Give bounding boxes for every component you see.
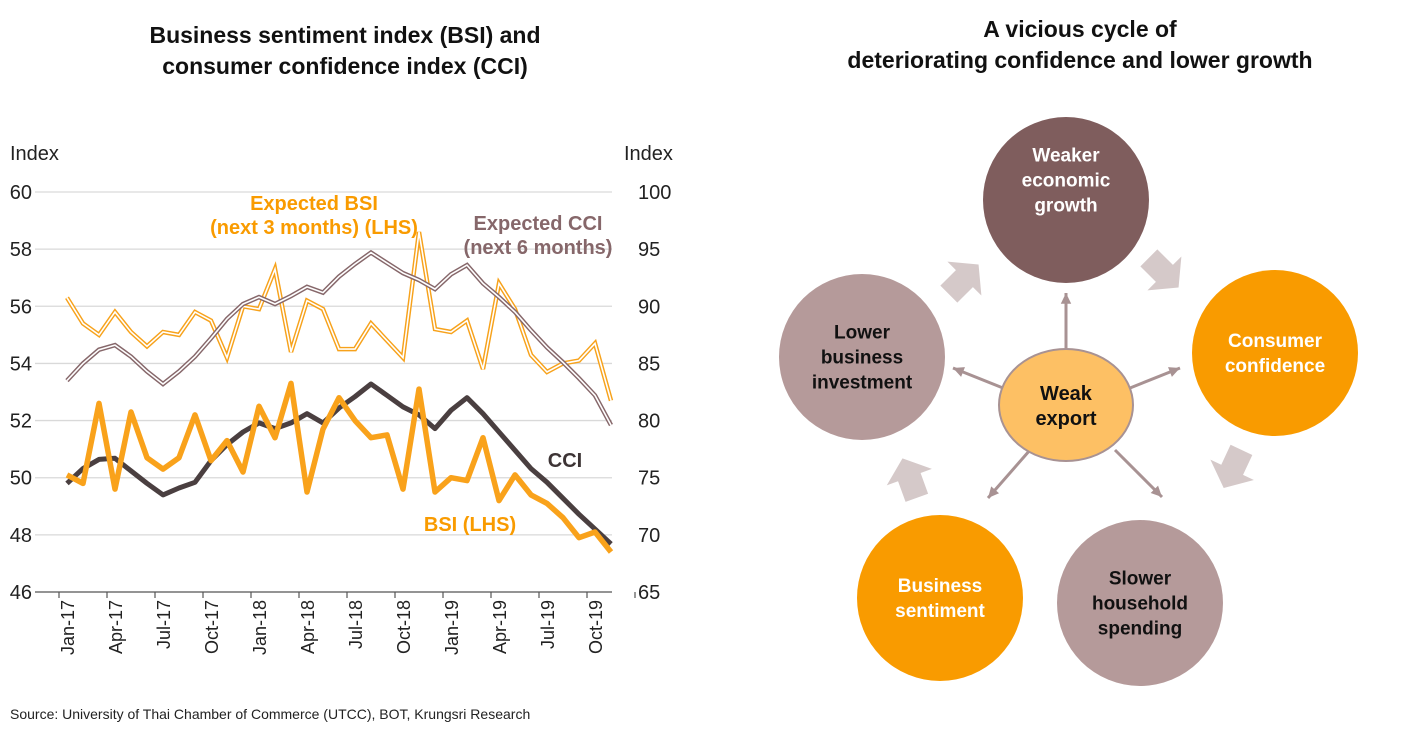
cycle-node-label: household xyxy=(1092,594,1188,615)
x-tick-label: Oct-19 xyxy=(586,600,606,654)
cycle-node-label: business xyxy=(821,348,903,369)
y-right-tick-label: 70 xyxy=(638,525,660,547)
chart-title: Business sentiment index (BSI) and consu… xyxy=(60,20,630,82)
arrowhead-icon xyxy=(1150,485,1162,497)
y-left-tick-label: 46 xyxy=(10,582,32,604)
cycle-node-label: Slower xyxy=(1109,569,1172,590)
x-tick-label: Jul-19 xyxy=(538,600,558,649)
x-tick-label: Apr-18 xyxy=(298,600,318,654)
y-right-tick-label: 95 xyxy=(638,239,660,261)
y-right-tick-label: 65 xyxy=(638,582,660,604)
cycle-node-label: spending xyxy=(1098,619,1182,640)
y-left-tick-label: 52 xyxy=(10,411,32,433)
x-tick-label: Apr-17 xyxy=(106,600,126,654)
block-arrow-icon xyxy=(1140,249,1182,291)
series-label: Expected CCI xyxy=(474,213,603,235)
cycle-node-circle xyxy=(1057,520,1223,686)
block-arrow-shape xyxy=(1140,249,1182,291)
center-node-label: export xyxy=(1035,408,1096,430)
block-arrow-shape xyxy=(886,458,932,502)
y-left-tick-label: 58 xyxy=(10,239,32,261)
center-node-label: Weak xyxy=(1040,383,1093,405)
x-tick-label: Jan-18 xyxy=(250,600,270,655)
cycle-node-circle xyxy=(779,274,945,440)
connector-arrow xyxy=(1113,448,1164,499)
cycle-node-circle xyxy=(983,117,1149,283)
cycle-node-label: investment xyxy=(812,373,913,394)
y-left-tick-label: 56 xyxy=(10,296,32,318)
y-right-tick-label: 80 xyxy=(638,411,660,433)
source-note: Source: University of Thai Chamber of Co… xyxy=(10,706,531,722)
y-right-tick-label: 75 xyxy=(638,468,660,490)
block-arrow-icon xyxy=(940,261,982,303)
line-chart: 46 48 50 52 54 56 58 60 65 70 75 80 85 90 95 100 Index In… xyxy=(10,143,673,655)
series-label: Expected BSI xyxy=(250,193,378,215)
block-arrow-shape xyxy=(1210,444,1254,488)
y-left-axis-label: Index xyxy=(10,143,59,165)
x-tick-label: Jul-17 xyxy=(154,600,174,649)
y-right-axis-label: Index xyxy=(624,143,673,165)
x-tick-label: Jul-18 xyxy=(346,600,366,649)
cycle-node-label: sentiment xyxy=(895,601,985,622)
cycle-node-label: Business xyxy=(898,576,982,597)
cycle-node-label: confidence xyxy=(1225,356,1325,377)
chart-title-line-1: Business sentiment index (BSI) and xyxy=(149,22,541,48)
x-tick-label: Jan-19 xyxy=(442,600,462,655)
diagram-title-line-2: deteriorating confidence and lower growt… xyxy=(847,47,1313,73)
block-arrow-shape xyxy=(940,261,982,303)
y-right-tick-label: 85 xyxy=(638,353,660,375)
chart-title-line-2: consumer confidence index (CCI) xyxy=(162,53,528,79)
arrowhead-icon xyxy=(988,486,1000,498)
series-label: CCI xyxy=(548,450,582,472)
y-left-tick-label: 60 xyxy=(10,182,32,204)
cycle-node-circle xyxy=(857,515,1023,681)
cycle-node-label: growth xyxy=(1034,196,1097,217)
center-node-circle xyxy=(998,348,1134,462)
block-arrow-icon xyxy=(886,458,932,502)
x-tick-label: Oct-18 xyxy=(394,600,414,654)
series-label: (next 6 months) xyxy=(464,237,613,259)
series-label: BSI (LHS) xyxy=(424,514,516,536)
diagram-title: A vicious cycle of deteriorating confide… xyxy=(780,14,1380,76)
block-arrow-icon xyxy=(1210,444,1254,488)
cycle-node-label: Consumer xyxy=(1228,331,1323,352)
arrowhead-icon xyxy=(1060,293,1072,304)
x-tick-label: Jan-17 xyxy=(58,600,78,655)
y-right-tick-label: 90 xyxy=(638,296,660,318)
cycle-node-label: Lower xyxy=(834,323,891,344)
x-tick-label: Oct-17 xyxy=(202,600,222,654)
cycle-node-label: economic xyxy=(1022,171,1111,192)
arrowhead-icon xyxy=(1168,367,1180,377)
cycle-node-circle xyxy=(1192,270,1358,436)
series-label: (next 3 months) (LHS) xyxy=(210,217,418,239)
arrowhead-icon xyxy=(953,367,965,377)
cycle-node-label: Weaker xyxy=(1032,146,1100,167)
y-right-tick-label: 100 xyxy=(638,182,671,204)
x-tick-label: Apr-19 xyxy=(490,600,510,654)
y-left-tick-label: 54 xyxy=(10,353,32,375)
y-left-tick-label: 48 xyxy=(10,525,32,547)
y-left-tick-label: 50 xyxy=(10,468,32,490)
diagram-title-line-1: A vicious cycle of xyxy=(983,16,1177,42)
